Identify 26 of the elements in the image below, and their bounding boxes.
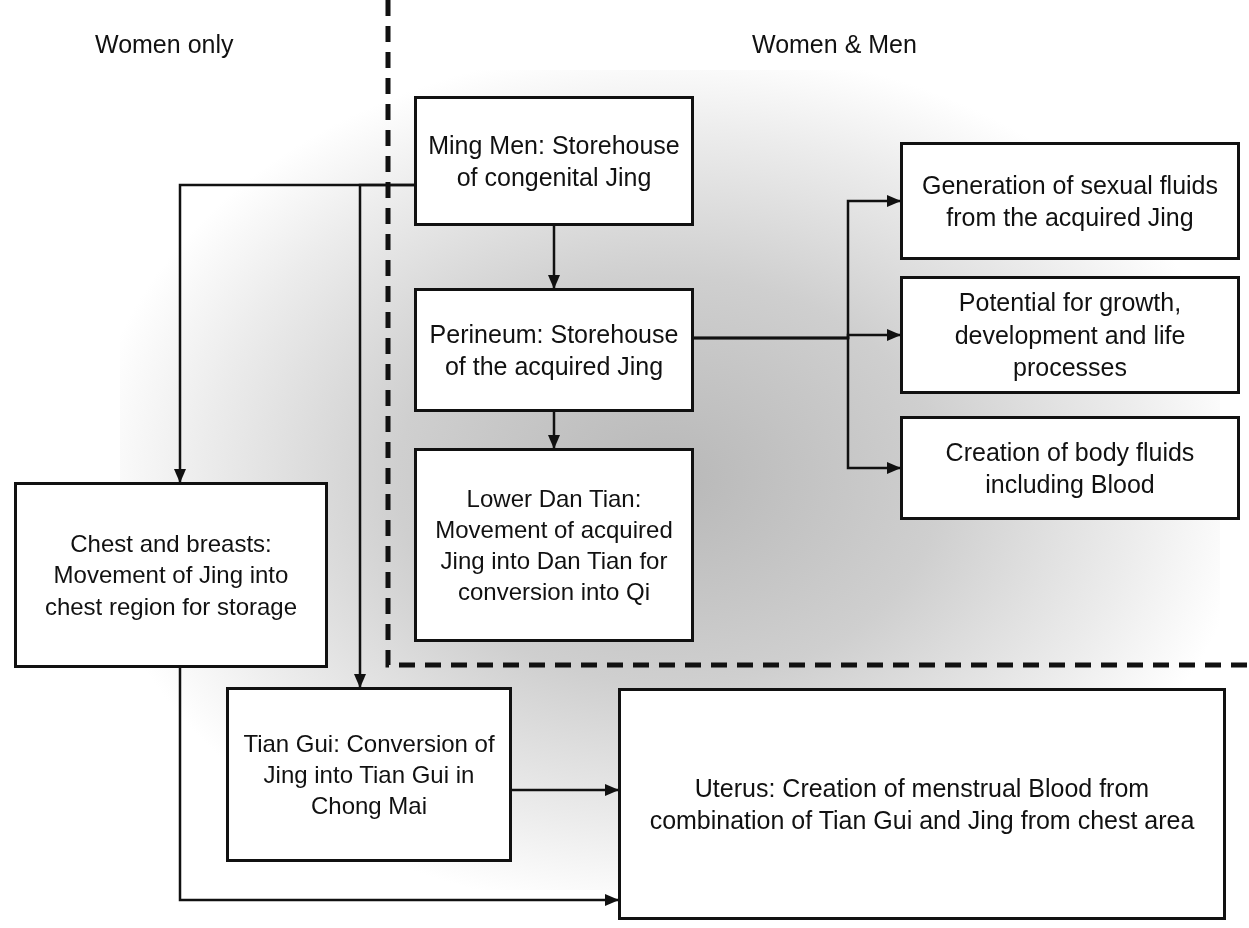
box-text: Uterus: Creation of menstrual Blood from combination of Tian Gui and Jing from chest area [648,772,1196,836]
arrow [354,183,414,688]
box-text: Generation of sexual fluids from the acquired Jing [921,169,1219,233]
box-text: Lower Dan Tian: Movement of acquired Jing into Dan Tian for conversion into Qi [434,483,674,608]
process-box [414,288,694,412]
process-box [900,142,1240,260]
process-box [414,96,694,226]
box-text: Chest and breasts: Movement of Jing into chest region for storage [43,529,299,622]
arrow [548,412,560,449]
process-box [414,448,694,642]
box-text: Creation of body fluids including Blood [944,436,1196,500]
process-box [14,482,328,668]
section-heading: Women only [95,30,234,59]
section-heading: Women & Men [752,30,917,59]
process-box [226,687,512,862]
process-box [900,416,1240,520]
arrow [178,668,619,906]
box-text: Tian Gui: Conversion of Jing into Tian Gui in Chong Mai [242,728,496,822]
process-box [900,276,1240,394]
process-box [618,688,1226,920]
arrow [512,784,619,796]
box-text: Perineum: Storehouse of the acquired Jing [428,318,680,382]
box-text: Ming Men: Storehouse of congenital Jing [427,129,681,193]
arrow [694,336,901,474]
arrow [548,226,560,289]
box-text: Potential for growth, development and life processes [953,287,1187,384]
